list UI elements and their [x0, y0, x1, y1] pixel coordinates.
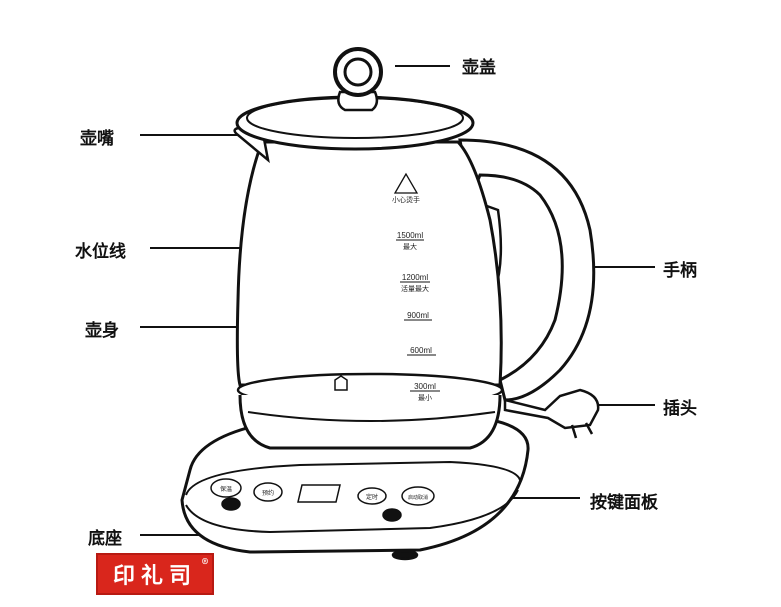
- label-water-line: 水位线: [75, 242, 126, 262]
- left-arrow-button[interactable]: [221, 497, 241, 511]
- label-control-panel: 按键面板: [590, 493, 658, 513]
- keep-warm-button[interactable]: [210, 478, 242, 498]
- control-panel: [210, 478, 435, 522]
- label-lid: 壶盖: [462, 58, 496, 78]
- plug: [503, 388, 600, 439]
- right-arrow-button[interactable]: [382, 508, 402, 522]
- label-spout: 壶嘴: [80, 129, 114, 149]
- brand-logo: 印礼司 ®: [96, 553, 214, 595]
- registered-mark: ®: [201, 556, 209, 566]
- label-body: 壶身: [85, 321, 119, 341]
- label-handle: 手柄: [663, 261, 697, 281]
- lid: [235, 47, 475, 151]
- kettle-body: [233, 126, 504, 450]
- label-base: 底座: [88, 529, 122, 549]
- timer-button[interactable]: [357, 487, 387, 505]
- logo-text: 印礼司: [112, 563, 197, 589]
- start-cancel-button[interactable]: [401, 486, 435, 506]
- preset-button[interactable]: [253, 482, 283, 502]
- hot-warning-icon: [393, 172, 419, 194]
- label-plug: 插头: [663, 399, 697, 419]
